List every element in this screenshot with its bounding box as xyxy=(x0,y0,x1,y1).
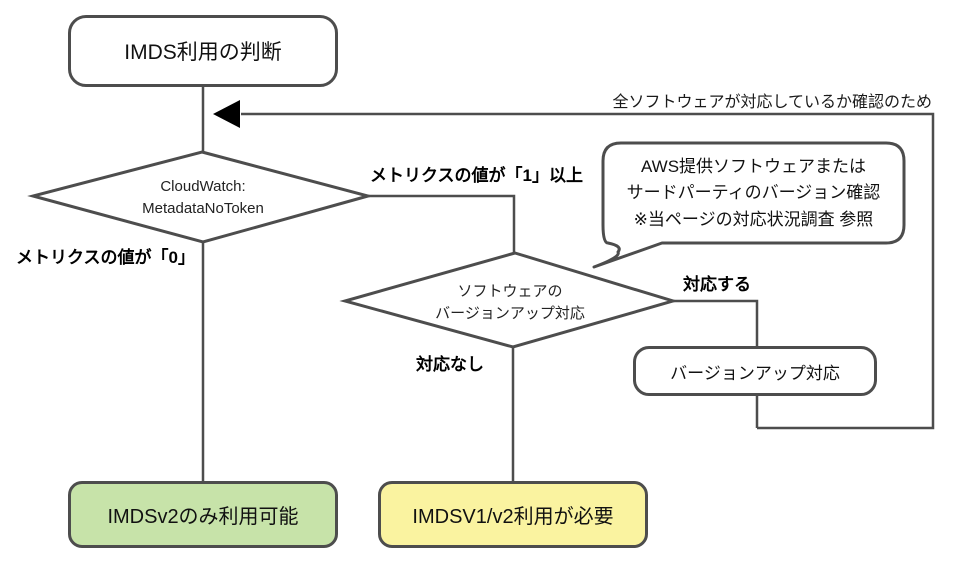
decision2-text: ソフトウェアの バージョンアップ対応 xyxy=(385,281,635,325)
decision2-diamond xyxy=(339,251,679,349)
node-start: IMDS利用の判断 xyxy=(68,15,338,87)
decision1-line2: MetadataNoToken xyxy=(142,199,264,217)
feedback-note: 全ソフトウェアが対応しているか確認のため xyxy=(612,94,932,111)
decision1-text: CloudWatch: MetadataNoToken xyxy=(78,176,328,220)
node-versionup-label: バージョンアップ対応 xyxy=(670,363,840,383)
callout-bubble xyxy=(592,141,906,269)
decision2-line1: ソフトウェアの xyxy=(457,283,563,300)
callout-line2: サードパーティのバージョン確認 xyxy=(626,183,881,203)
edge-decision1-to-decision2 xyxy=(368,194,516,254)
callout-line1: AWS提供ソフトウェアまたは xyxy=(640,157,867,176)
edge-loop-back xyxy=(241,112,935,430)
decision2-line2: バージョンアップ対応 xyxy=(435,304,585,322)
arrowhead-left-icon xyxy=(213,100,240,128)
node-versionup: バージョンアップ対応 xyxy=(633,346,877,396)
node-result-yellow-label: IMDSV1/v2利用が必要 xyxy=(412,506,614,528)
label-metric-one-plus: メトリクスの値が「1」以上 xyxy=(370,166,583,185)
node-result-imdsv2-only: IMDSv2のみ利用可能 xyxy=(68,481,338,548)
label-support: 対応する xyxy=(683,275,751,294)
callout-text: AWS提供ソフトウェアまたは サードパーティのバージョン確認 ※当ページの対応状… xyxy=(603,154,904,233)
label-no-support: 対応なし xyxy=(416,355,484,374)
node-result-green-label: IMDSv2のみ利用可能 xyxy=(107,506,299,528)
callout-line3: ※当ページの対応状況調査 参照 xyxy=(633,209,874,229)
connector-lines xyxy=(201,87,935,482)
decision1-line1: CloudWatch: xyxy=(160,178,246,195)
label-metric-zero: メトリクスの値が「0」 xyxy=(16,248,195,267)
node-start-label: IMDS利用の判断 xyxy=(124,41,282,64)
decision1-diamond xyxy=(27,150,374,244)
node-result-imdsv1v2-needed: IMDSV1/v2利用が必要 xyxy=(378,481,648,548)
